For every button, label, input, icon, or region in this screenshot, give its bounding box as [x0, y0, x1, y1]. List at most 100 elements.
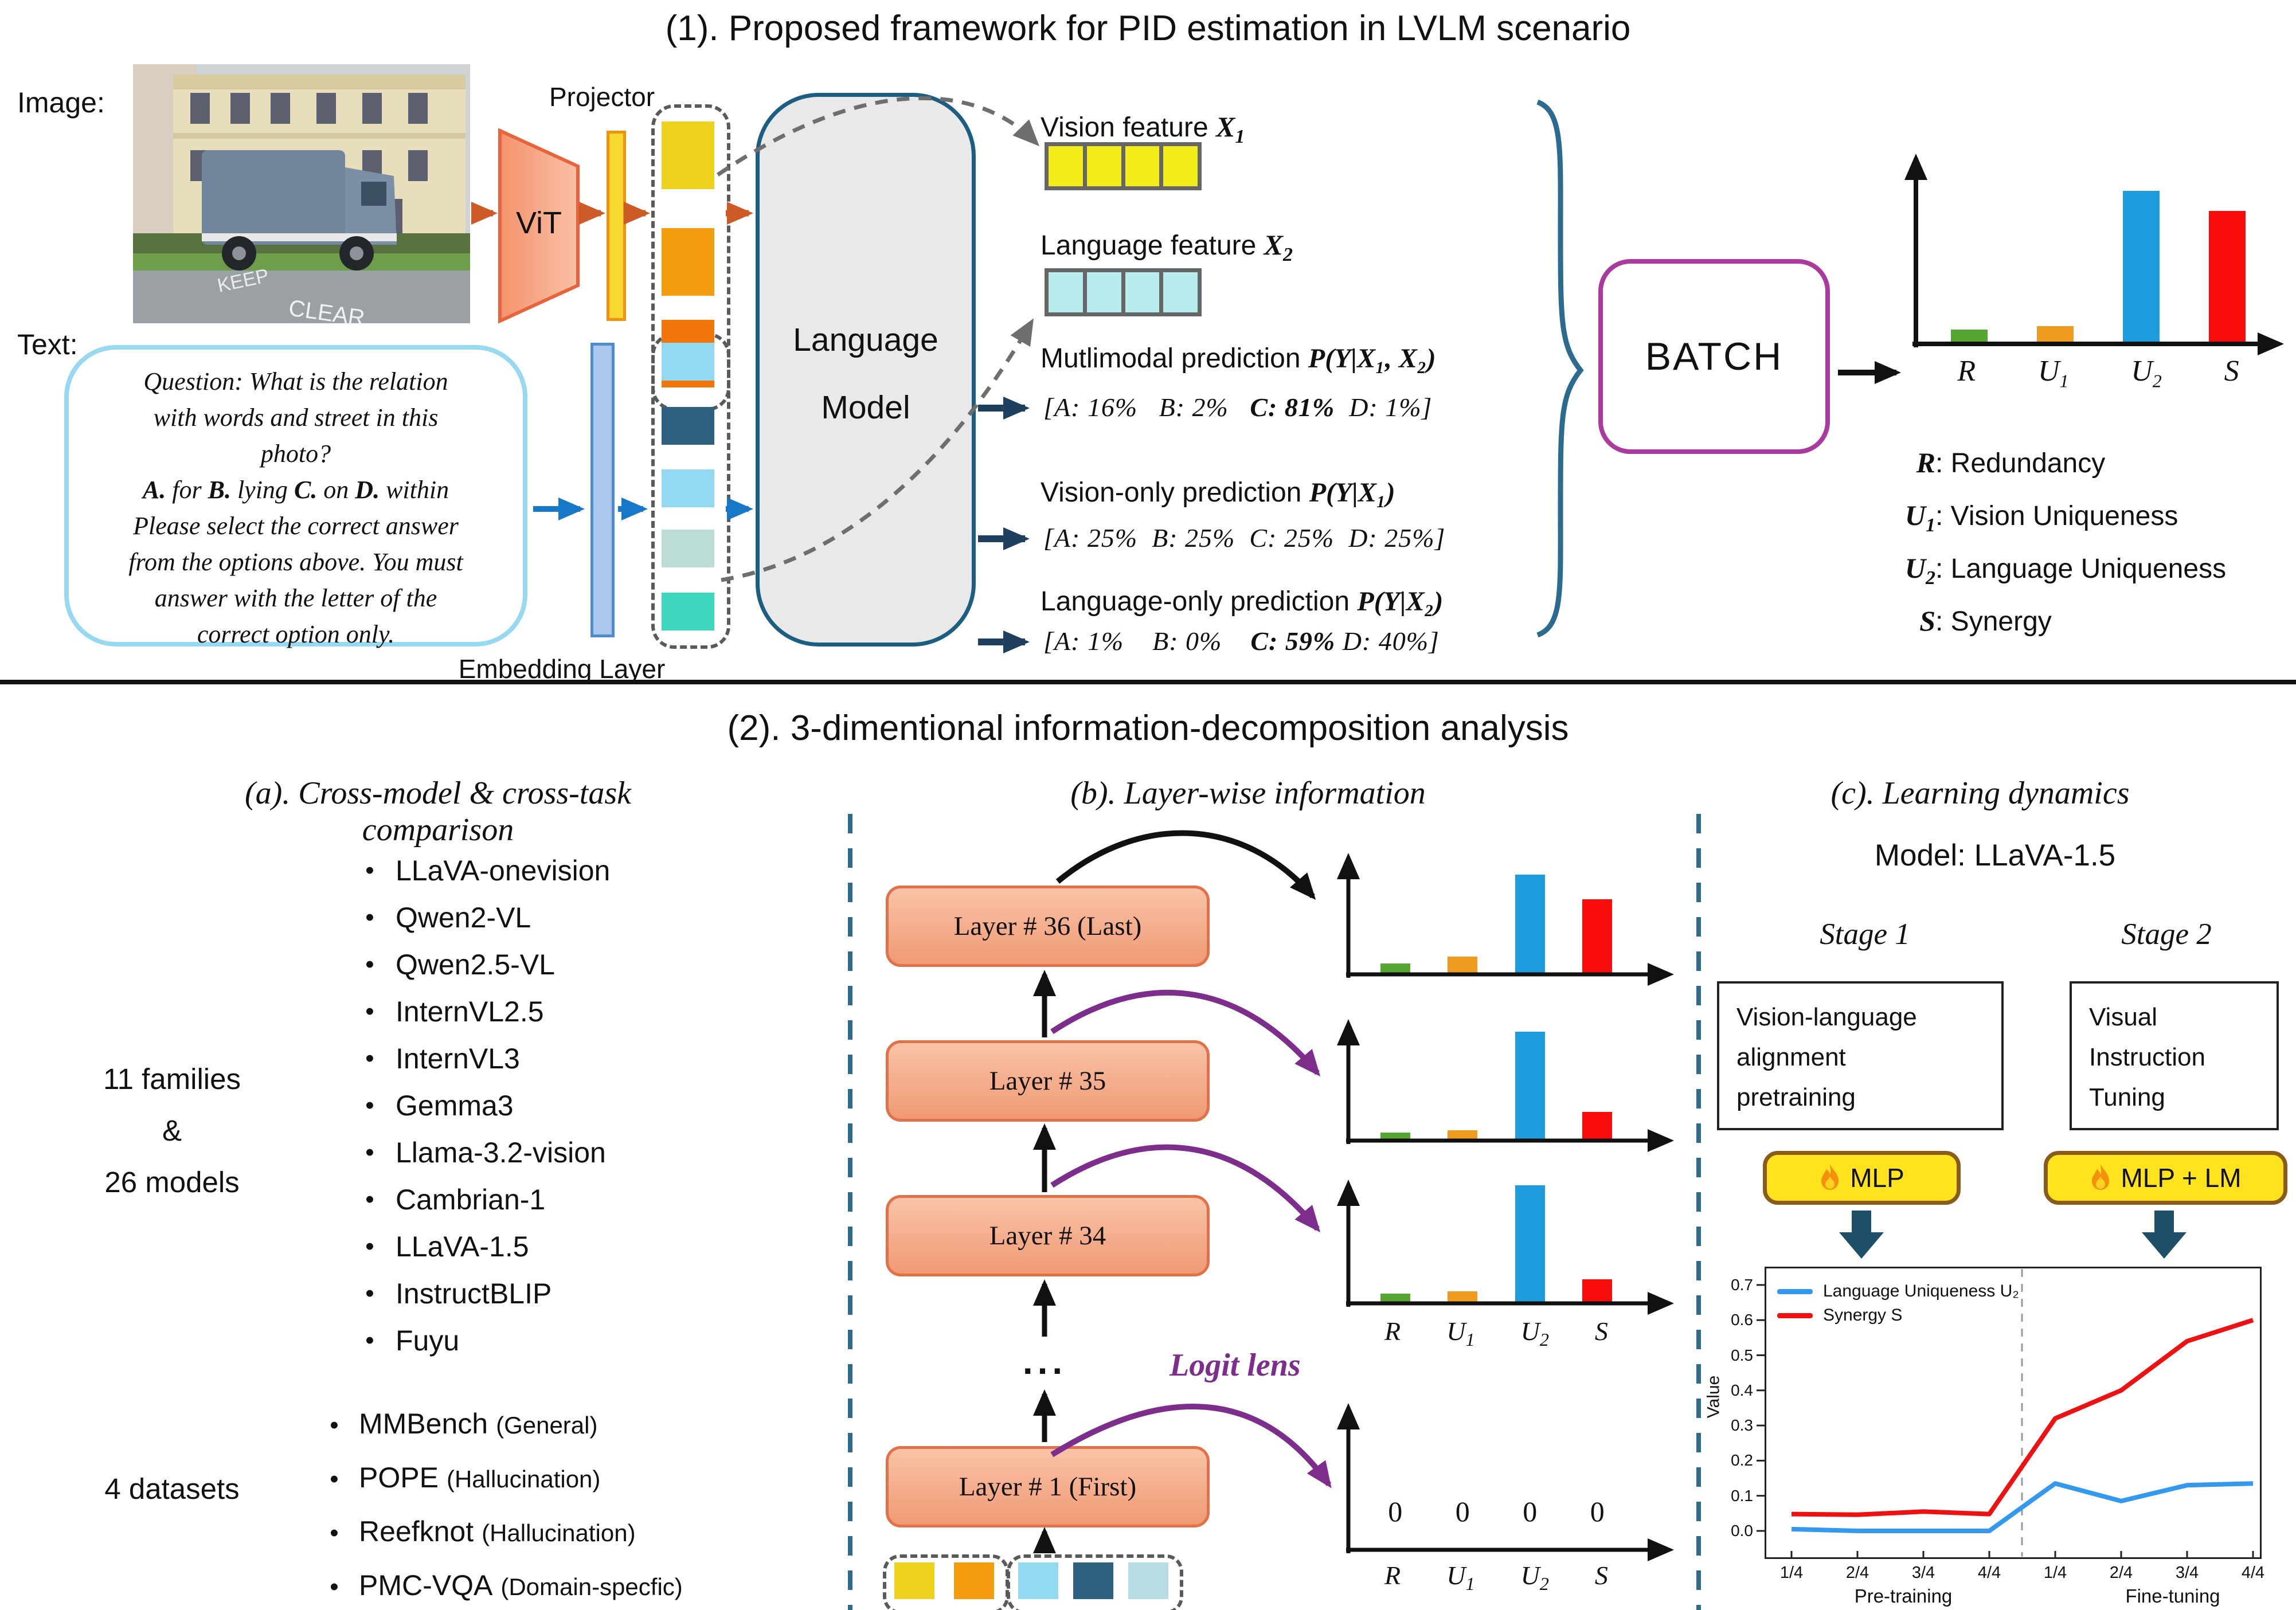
layer-box-36: Layer # 36 (Last): [886, 886, 1210, 967]
stage2-label: Stage 2: [2121, 918, 2212, 951]
bar-R: [1380, 963, 1410, 973]
vision-token-a: [894, 1562, 934, 1599]
text-label: Text:: [17, 328, 78, 361]
col-c-header: (c). Learning dynamics: [1830, 775, 2130, 811]
language-model-label-2: Model: [821, 389, 910, 426]
projector-label: Projector: [549, 82, 655, 112]
legend-item-u2: Language Uniqueness U₂: [1777, 1279, 2019, 1303]
plot-legend: Language Uniqueness U₂ Synergy S: [1777, 1279, 2019, 1327]
x-tick-label: 2/4: [1845, 1564, 1869, 1582]
down-arrow-stage2: [2142, 1211, 2187, 1259]
question-text: Question: What is the relation with word…: [128, 367, 463, 648]
list-item: •Qwen2.5-VL: [365, 949, 555, 981]
axis-label-U2: U2: [2131, 355, 2162, 391]
bar-U1: [1448, 1130, 1478, 1139]
language-feature-row: [1045, 268, 1202, 316]
text-token-a: [1018, 1562, 1058, 1599]
datasets-note: 4 datasets: [104, 1472, 240, 1505]
legend-row-redundancy: R: Redundancy: [1916, 446, 2106, 479]
text-token-3: [662, 469, 714, 507]
text-token-1: [662, 343, 714, 381]
bar-U2: [1515, 1032, 1545, 1139]
list-item: •Cambrian-1: [365, 1184, 546, 1216]
multimodal-prediction-values: [A: 16% B: 2% C: 81% D: 1%]: [1043, 393, 1433, 422]
x-tick-label: 3/4: [1911, 1564, 1935, 1582]
vit-label: ViT: [515, 206, 562, 240]
list-item: •POPE(Hallucination): [330, 1462, 601, 1494]
down-arrow-stage1: [1839, 1211, 1884, 1259]
vision-token-b: [954, 1562, 994, 1599]
y-tick-label: 0.7: [1731, 1275, 1753, 1294]
text-token-group: [1007, 1554, 1183, 1610]
list-item: •InternVL2.5: [365, 996, 544, 1028]
legend-item-synergy: Synergy S: [1777, 1303, 2019, 1327]
vision-token-2: [662, 228, 714, 296]
x-tick-label: 4/4: [2241, 1564, 2265, 1582]
bar-S: [1582, 1112, 1613, 1139]
axis-label-S: S: [2224, 355, 2239, 387]
finetuning-label: Fine-tuning: [2125, 1585, 2220, 1607]
bar-U2: [2123, 191, 2160, 343]
language-model-label-1: Language: [793, 322, 938, 358]
mlp-button: MLP: [1763, 1151, 1961, 1205]
mlp-lm-button: MLP + LM: [2044, 1151, 2287, 1205]
layer35-bar-chart: [1362, 1026, 1631, 1139]
bar-R: [1380, 1294, 1410, 1302]
text-token-5: [662, 593, 714, 630]
text-token-c: [1128, 1562, 1168, 1599]
section1-title: (1). Proposed framework for PID estimati…: [665, 9, 1631, 48]
axis-label-R: R: [1384, 1317, 1401, 1346]
col-b-header: (b). Layer-wise information: [1070, 775, 1426, 811]
axis-label-U2: U2: [1520, 1561, 1549, 1595]
scene-photo: KEEP CLEAR: [133, 64, 470, 323]
stage1-label: Stage 1: [1820, 918, 1910, 951]
axis-label-S: S: [1594, 1561, 1608, 1590]
layer1-chart-labels: R U1 U2 S: [1362, 1560, 1631, 1595]
x-tick-label: 4/4: [1977, 1564, 2001, 1582]
x-tick-label: 1/4: [2043, 1564, 2067, 1582]
axis-label-S: S: [1594, 1317, 1608, 1346]
language-only-prediction-label: Language-only prediction P(Y|X₂): [1041, 586, 1444, 617]
y-tick-label: 0.6: [1731, 1311, 1753, 1329]
y-tick-label: 0.4: [1731, 1381, 1753, 1399]
list-item: •Fuyu: [365, 1325, 460, 1357]
truck: [202, 150, 397, 271]
y-tick-label: 0.2: [1731, 1451, 1753, 1470]
y-tick-label: 0.0: [1731, 1522, 1753, 1540]
pretraining-label: Pre-training: [1854, 1585, 1953, 1607]
bar-U1: [1448, 957, 1478, 973]
language-feature-label: Language feature X2: [1041, 229, 1293, 265]
bar-R: [1380, 1133, 1410, 1139]
col-a-header: (a). Cross-model & cross-task comparison: [244, 775, 632, 848]
y-tick-label: 0.1: [1731, 1486, 1753, 1505]
list-item: •Qwen2-VL: [365, 902, 531, 934]
axis-label-U1: U1: [1446, 1561, 1475, 1595]
bar-U1: [2037, 326, 2074, 343]
families-note: 11 families&26 models: [103, 1063, 241, 1198]
vision-feature-label: Vision feature X1: [1041, 111, 1245, 147]
bar-U1: [1448, 1291, 1478, 1302]
axis-label-R: R: [1384, 1561, 1401, 1590]
bar-S: [1582, 1279, 1613, 1302]
list-item: •LLaVA-1.5: [365, 1231, 529, 1263]
question-bubble: [64, 345, 527, 647]
pid-bar-chart: [1926, 178, 2270, 343]
list-item: •Llama-3.2-vision: [365, 1137, 606, 1169]
vision-token-1: [662, 122, 714, 189]
axis-label-R: R: [1957, 355, 1976, 387]
list-item: •Gemma3: [365, 1090, 514, 1122]
legend-row-vision-uniqueness: U1: Vision Uniqueness: [1904, 499, 2178, 536]
vision-only-prediction-label: Vision-only prediction P(Y|X₁): [1041, 477, 1395, 508]
model-list: •LLaVA-onevision •Qwen2-VL •Qwen2.5-VL •…: [344, 847, 610, 1364]
axis-label-U2: U2: [1520, 1317, 1549, 1350]
fire-icon: [2092, 1164, 2110, 1190]
pid-legend: R: Redundancy U1: Vision Uniqueness U2: …: [1880, 446, 2226, 657]
image-label: Image:: [17, 87, 105, 119]
vision-feature-row: [1045, 142, 1202, 190]
multimodal-prediction-label: Mutlimodal prediction P(Y|X₁, X₂): [1041, 343, 1436, 374]
